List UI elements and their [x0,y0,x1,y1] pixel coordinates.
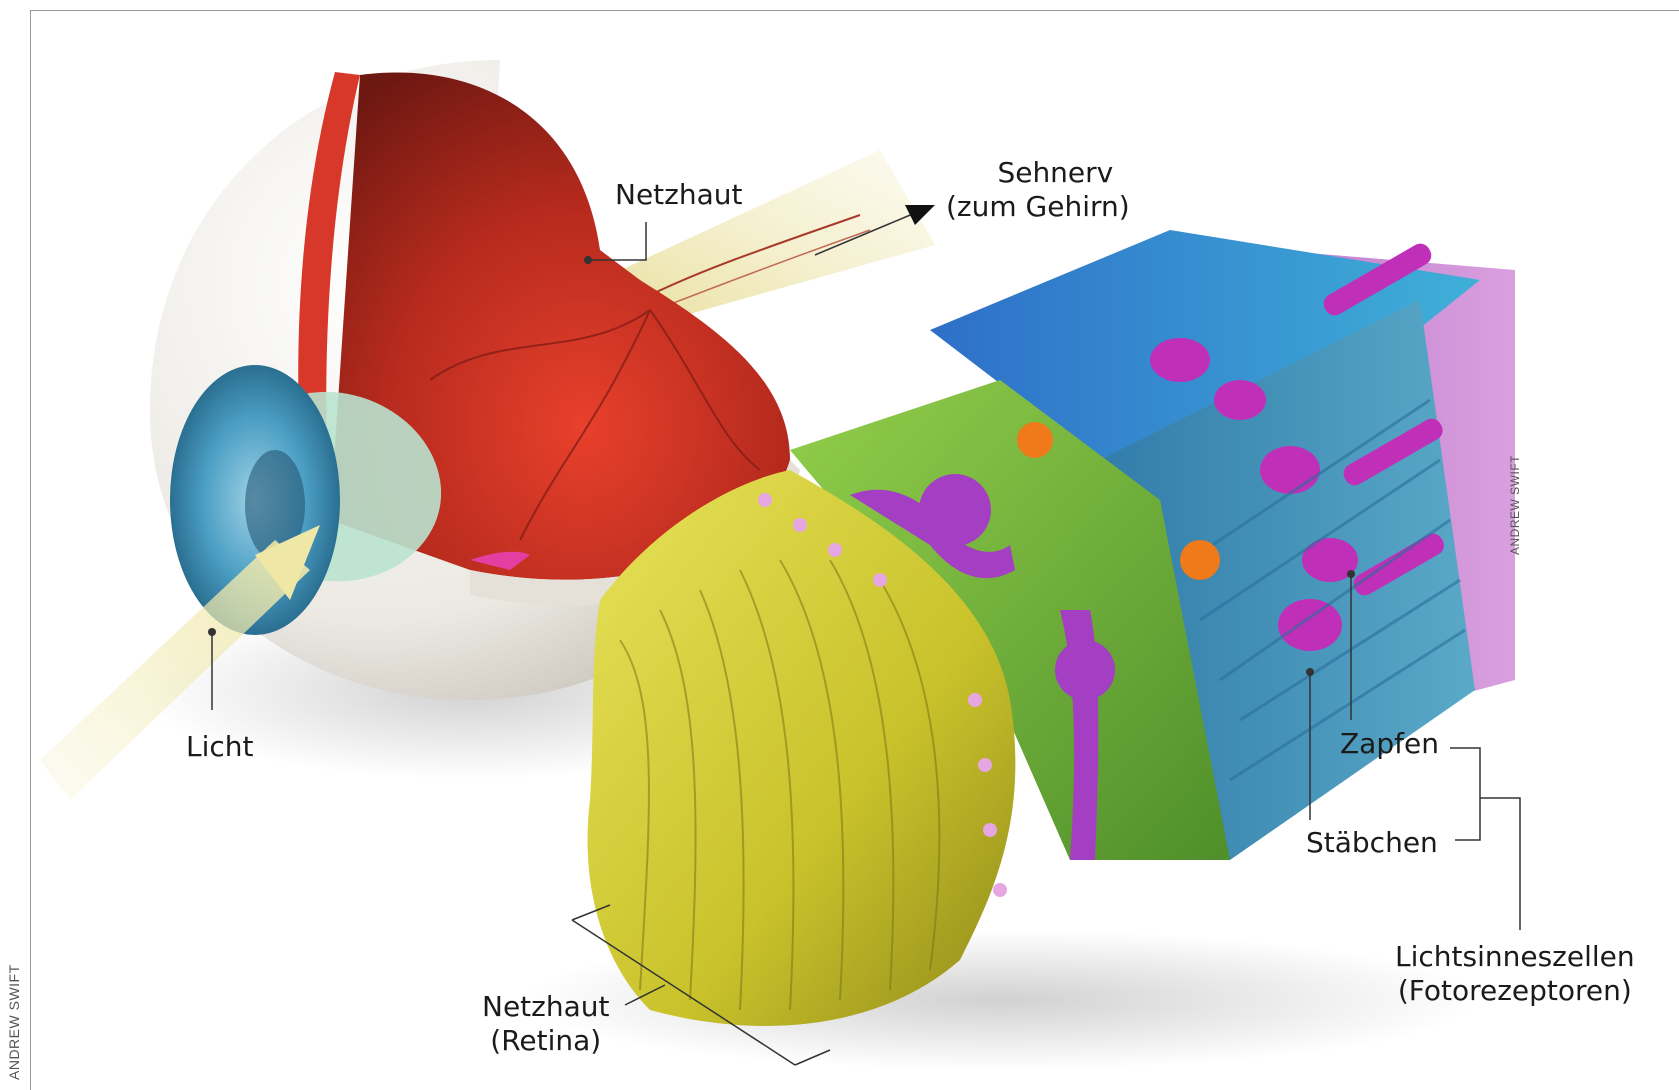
label-lichtsinneszellen: Lichtsinneszellen (Fotorezeptoren) [1395,940,1635,1008]
label-staebchen: Stäbchen [1306,826,1438,860]
label-zapfen: Zapfen [1340,727,1439,761]
label-licht: Licht [186,730,254,764]
label-sehnerv: Sehnerv (zum Gehirn) [946,156,1130,224]
label-netzhaut-top: Netzhaut [615,178,742,212]
label-netzhaut-bottom: Netzhaut (Retina) [482,990,609,1058]
credit-inner: ANDREW SWIFT [1508,455,1522,555]
credit-outer: ANDREW SWIFT [6,964,22,1080]
